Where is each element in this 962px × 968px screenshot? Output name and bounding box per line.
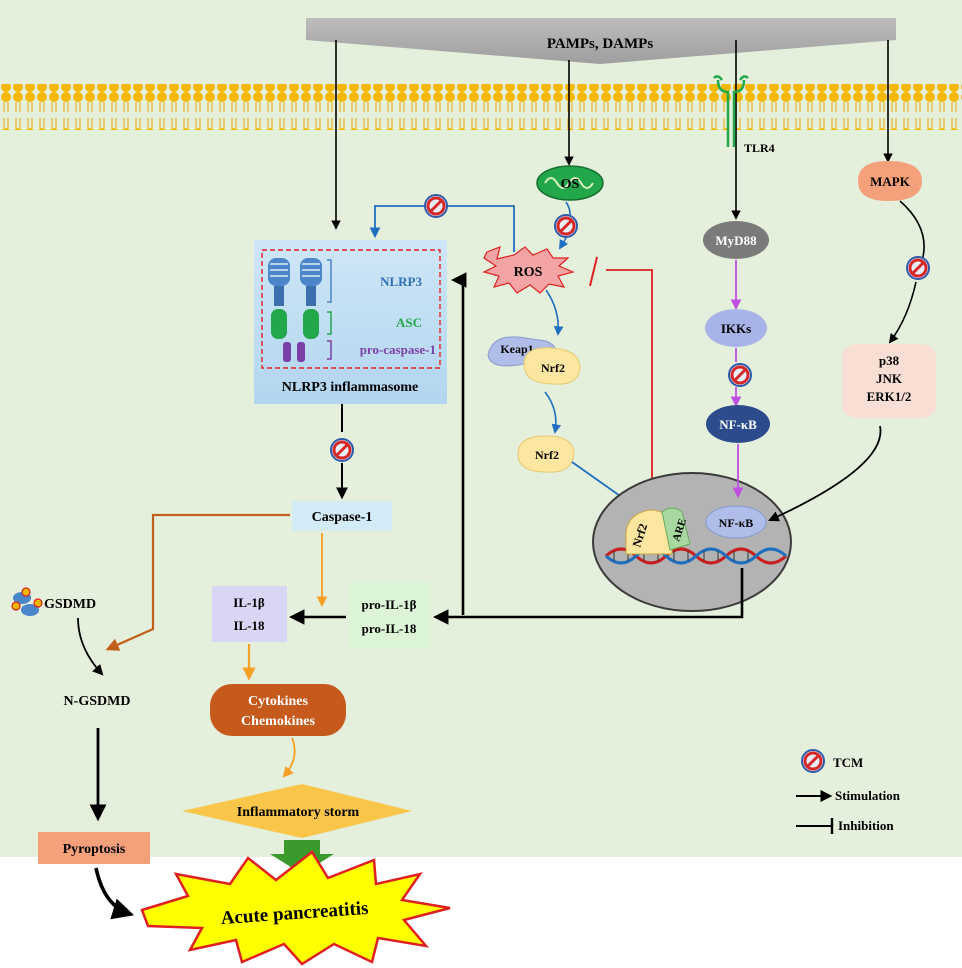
nfkb-label: NF-κB [719, 417, 757, 432]
pro-il1b-label: pro-IL-1β [361, 597, 416, 612]
inflammasome-dashed-outline [261, 249, 441, 369]
pyroptosis-box [38, 832, 150, 864]
nucleus [592, 472, 792, 612]
legend-tcm-icon [800, 748, 826, 774]
pamps-damps-label: PAMPs, DAMPs [547, 36, 654, 52]
arrow-tcm-to-p38 [888, 281, 917, 344]
pro-il-box [348, 582, 430, 648]
ngsdmd-label: N-GSDMD [64, 694, 131, 709]
ros-burst-shape [482, 246, 575, 294]
il1b-label: IL-1β [233, 595, 265, 610]
tcm-inhibitor-os [553, 213, 579, 239]
nfkb-node [706, 405, 770, 443]
tlr4-label: TLR4 [744, 141, 775, 155]
erk-label: ERK1/2 [867, 389, 912, 404]
arrow-caspase1-to-ngsdmd [105, 513, 290, 651]
asc-label: ASC [396, 315, 422, 330]
il18-label: IL-18 [233, 618, 265, 633]
dna-rungs [613, 551, 749, 561]
chemokines-label: Chemokines [241, 714, 315, 729]
legend-inhibition-label: Inhibition [838, 818, 894, 833]
pro-caspase-icon [283, 342, 305, 362]
mapk-node [858, 161, 922, 201]
tcm-inhibitor-ros-nlrp3 [423, 193, 449, 219]
nlrp3-bracket [327, 259, 332, 303]
gsdmd-protein-icon [11, 587, 43, 616]
arrow-pyroptosis-to-ap [94, 867, 135, 920]
arrow-tcm-to-ros [559, 237, 569, 250]
jnk-label: JNK [876, 371, 903, 386]
pamps-damps-banner [306, 18, 896, 64]
myd88-label: MyD88 [715, 233, 757, 248]
nfkb-nucleus-shape [705, 505, 767, 539]
pyroptosis-label: Pyroptosis [63, 842, 126, 857]
os-label: OS [561, 177, 580, 192]
nfkb-nucleus-label: NF-κB [719, 516, 754, 530]
nrf2-shape-a [523, 347, 581, 385]
ikks-label: IKKs [721, 321, 751, 336]
myd88-node [703, 221, 769, 259]
mapk-label: MAPK [870, 174, 911, 189]
cytoplasm-background [0, 0, 962, 857]
ros-label: ROS [514, 265, 543, 280]
caspase1-label: Caspase-1 [312, 510, 373, 525]
arrow-nrf2-dissociation [544, 391, 562, 434]
are-shape [661, 507, 691, 551]
procasp-bracket [327, 340, 332, 360]
arrow-mapk-to-nucleus [768, 425, 882, 522]
nlrp3-protein-icon [268, 258, 322, 306]
nrf2-shape-b [517, 435, 575, 473]
nlrp3-label: NLRP3 [380, 274, 422, 289]
arrow-ros-to-keap1 [545, 289, 564, 336]
asc-protein-icon [271, 309, 319, 339]
tcm-inhibitor-ikks [727, 362, 753, 388]
p38-jnk-erk-box [842, 344, 936, 418]
il-box [212, 586, 287, 642]
procasp-label: pro-caspase-1 [360, 342, 436, 357]
nrf2-label-a: Nrf2 [541, 361, 565, 375]
inflammatory-storm-label: Inflammatory storm [237, 805, 360, 820]
keap1-label: Keap1 [500, 342, 533, 356]
storm-down-arrow [270, 840, 334, 874]
acute-pancreatitis-burst [140, 850, 451, 966]
nrf2-label-b: Nrf2 [535, 448, 559, 462]
legend-tcm-label: TCM [833, 755, 863, 770]
inflammatory-storm-shape [182, 784, 412, 838]
dna-helix-icon [604, 547, 788, 565]
cytokines-label: Cytokines [248, 694, 308, 709]
arrow-nucleus-to-pro-il [432, 568, 744, 625]
cytokines-box [210, 684, 346, 736]
arrow-cytokines-to-storm [282, 737, 296, 778]
inhibition-bar [589, 256, 598, 287]
tcm-inhibitor-mapk [905, 255, 931, 281]
arrow-pro-il-to-inflammasome [450, 272, 467, 615]
pro-il18-label: pro-IL-18 [362, 621, 417, 636]
mitochondrion-icon [536, 165, 604, 201]
tcm-inhibitor-inflammasome [329, 437, 355, 463]
arrow-gsdmd-to-ngsdmd [77, 617, 104, 676]
cell-membrane [0, 84, 962, 130]
legend-stimulation-label: Stimulation [835, 788, 901, 803]
gsdmd-label: GSDMD [44, 597, 96, 612]
inflammasome-title: NLRP3 inflammasome [282, 380, 419, 395]
p38-label: p38 [879, 353, 900, 368]
ikks-node [705, 309, 767, 347]
inhibition-nrf2-to-ros [606, 269, 653, 497]
tlr4-receptor-icon [713, 75, 749, 147]
asc-bracket [327, 311, 332, 335]
caspase1-box [292, 501, 392, 531]
